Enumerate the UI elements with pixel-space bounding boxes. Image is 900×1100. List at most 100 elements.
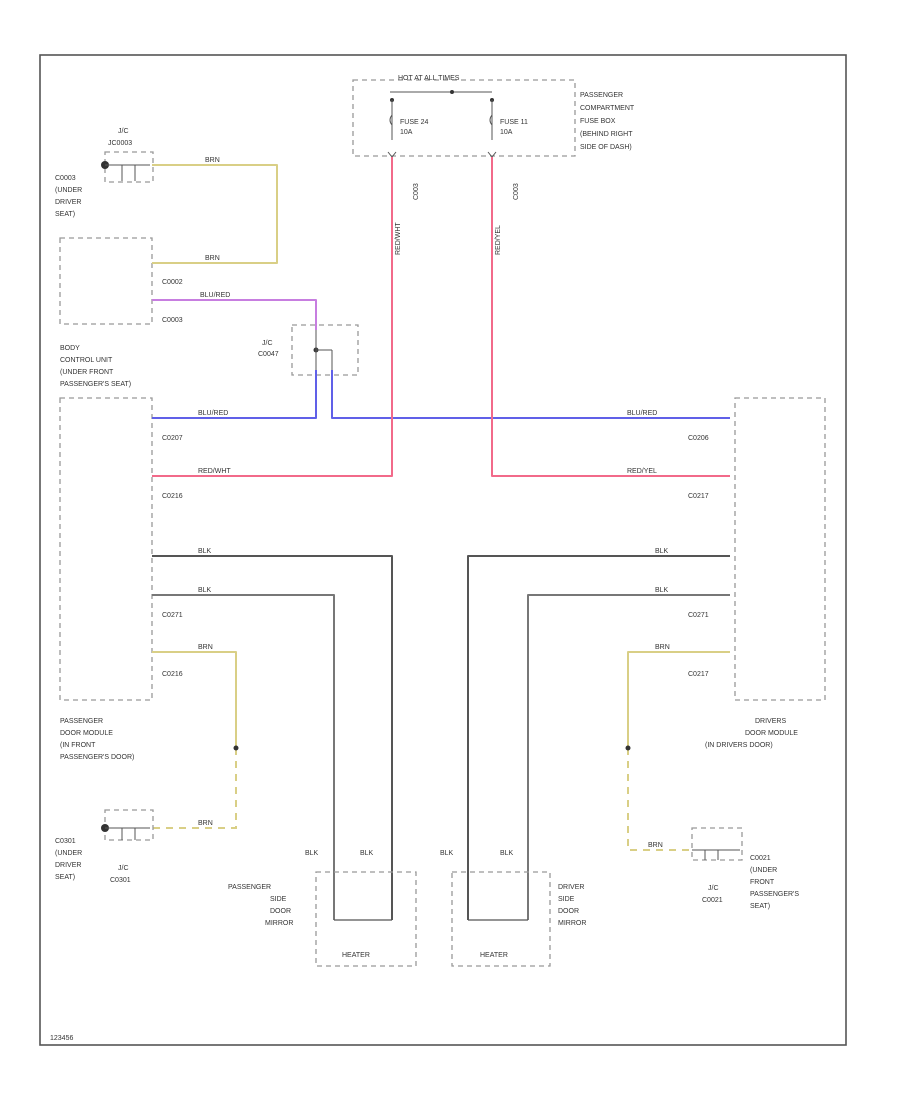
wire-brn-label-4: BRN bbox=[198, 820, 213, 827]
pmirror-heater: HEATER bbox=[342, 952, 370, 959]
jc-c0047-label: J/C bbox=[262, 340, 273, 347]
wire-red-wht-label: RED/WHT bbox=[198, 468, 231, 475]
fuse-loc-line-4: SIDE OF DASH) bbox=[580, 144, 632, 151]
fuse-block: HOT AT ALL TIMES FUSE 24 10A FUSE 11 10A… bbox=[352, 75, 635, 200]
ddm-title-1: DOOR MODULE bbox=[745, 730, 798, 737]
jc-c0021-label: J/C bbox=[708, 885, 719, 892]
body-control-unit: C0002 C0003 BODY CONTROL UNIT (UNDER FRO… bbox=[59, 237, 183, 388]
pmirror-wire-right: BLK bbox=[360, 850, 374, 857]
jc-c0003-code: JC0003 bbox=[108, 140, 132, 147]
jc-c0021-loc-4: SEAT) bbox=[750, 903, 770, 910]
jc-c0003-loc-2: DRIVER bbox=[55, 199, 81, 206]
wire-blk-pass-inner bbox=[152, 594, 335, 920]
pdm-title-1: DOOR MODULE bbox=[60, 730, 113, 737]
jc-c0003-loc-0: C0003 bbox=[55, 175, 76, 182]
fuse-left-name: FUSE 24 bbox=[400, 119, 429, 126]
wire-blu-red-bus-right bbox=[331, 370, 730, 419]
jc-c0301-loc-1: (UNDER bbox=[55, 850, 82, 857]
ddm-pin-3: C0217 bbox=[688, 671, 709, 678]
wire-brn-drv bbox=[627, 651, 730, 748]
fuse-pin-left: C003 bbox=[413, 183, 420, 200]
dmirror-title-3: MIRROR bbox=[558, 920, 586, 927]
bcm-title-0: BODY bbox=[60, 345, 80, 352]
fuse-block-location: PASSENGER COMPARTMENT FUSE BOX (BEHIND R… bbox=[580, 92, 635, 151]
pmirror-title-0: PASSENGER bbox=[228, 884, 271, 891]
driver-mirror: BLK BLK HEATER DRIVER SIDE DOOR MIRROR bbox=[440, 850, 586, 967]
ddm-title-0: DRIVERS bbox=[755, 718, 786, 725]
wire-blk-pass-outer bbox=[152, 555, 393, 920]
wire-red-wht bbox=[152, 157, 393, 477]
wire-red-yel bbox=[491, 157, 730, 477]
dmirror-title-0: DRIVER bbox=[558, 884, 584, 891]
dmirror-title-1: SIDE bbox=[558, 896, 575, 903]
jc-c0301-loc-0: C0301 bbox=[55, 838, 76, 845]
bcm-pin-top: C0002 bbox=[162, 279, 183, 286]
pdm-title-3: PASSENGER'S DOOR) bbox=[60, 754, 134, 761]
wire-brn-top bbox=[152, 164, 278, 264]
jc-c0003-label: J/C bbox=[118, 128, 129, 135]
bcm-title-3: PASSENGER'S SEAT) bbox=[60, 381, 131, 388]
pmirror-title-2: DOOR bbox=[270, 908, 291, 915]
jc-c0021-code: C0021 bbox=[702, 897, 723, 904]
fuse-right-name: FUSE 11 bbox=[500, 119, 528, 126]
bcm-title-2: (UNDER FRONT bbox=[60, 369, 114, 376]
jc-c0021-loc-1: (UNDER bbox=[750, 867, 777, 874]
pmirror-wire-left: BLK bbox=[305, 850, 319, 857]
jc-c0301-loc-2: DRIVER bbox=[55, 862, 81, 869]
jc-c0021-loc-3: PASSENGER'S bbox=[750, 891, 799, 898]
passenger-door-module: C0207 C0216 C0271 C0216 PASSENGER DOOR M… bbox=[59, 397, 183, 761]
wire-blu-red-label-3: BLU/RED bbox=[627, 410, 657, 417]
jc-c0047-code: C0047 bbox=[258, 351, 279, 358]
fuse-block-header: HOT AT ALL TIMES bbox=[398, 75, 460, 82]
passenger-mirror: BLK BLK HEATER PASSENGER SIDE DOOR MIRRO… bbox=[228, 850, 417, 967]
fuse-loc-line-1: COMPARTMENT bbox=[580, 105, 635, 112]
wire-blu-red-label-2: BLU/RED bbox=[198, 410, 228, 417]
jc-c0047: J/C C0047 bbox=[258, 324, 359, 376]
pdm-pin-1: C0216 bbox=[162, 493, 183, 500]
pmirror-title-1: SIDE bbox=[270, 896, 287, 903]
jc-c0021-loc-0: C0021 bbox=[750, 855, 771, 862]
fuse-loc-line-3: (BEHIND RIGHT bbox=[580, 131, 633, 138]
wire-brn-pass-dashed bbox=[152, 748, 237, 829]
bcm-pin-bottom: C0003 bbox=[162, 317, 183, 324]
jc-c0003: J/C JC0003 C0003 (UNDER DRIVER SEAT) bbox=[55, 128, 154, 218]
wire-red-yel-vlabel: RED/YEL bbox=[495, 225, 502, 255]
pdm-pin-3: C0216 bbox=[162, 671, 183, 678]
wire-blk-label-2: BLK bbox=[198, 587, 212, 594]
pdm-pin-2: C0271 bbox=[162, 612, 183, 619]
wire-red-yel-label: RED/YEL bbox=[627, 468, 657, 475]
jc-c0301-code: C0301 bbox=[110, 877, 131, 884]
dmirror-title-2: DOOR bbox=[558, 908, 579, 915]
ddm-pin-1: C0217 bbox=[688, 493, 709, 500]
diagram-frame bbox=[39, 54, 847, 1046]
wire-brn-label-3: BRN bbox=[198, 644, 213, 651]
diagram-footer-id: 123456 bbox=[50, 1035, 73, 1042]
wire-brn-label-5: BRN bbox=[655, 644, 670, 651]
wire-brn-label-2: BRN bbox=[205, 255, 220, 262]
jc-c0021-loc-2: FRONT bbox=[750, 879, 775, 886]
wire-blk-label-4: BLK bbox=[655, 587, 669, 594]
bcm-title-1: CONTROL UNIT bbox=[60, 357, 113, 364]
fuse-loc-line-0: PASSENGER bbox=[580, 92, 623, 99]
wire-blk-drv-outer bbox=[467, 555, 730, 920]
wire-brn-drv-dashed bbox=[627, 748, 690, 851]
dmirror-wire-right: BLK bbox=[500, 850, 514, 857]
wire-blk-label-3: BLK bbox=[655, 548, 669, 555]
wire-blu-red-bcm bbox=[152, 299, 317, 330]
dmirror-heater: HEATER bbox=[480, 952, 508, 959]
ddm-title-2: (IN DRIVERS DOOR) bbox=[705, 742, 773, 749]
wire-blu-red-bus-left bbox=[152, 370, 317, 419]
dmirror-wire-left: BLK bbox=[440, 850, 454, 857]
jc-c0301: C0301 (UNDER DRIVER SEAT) J/C C0301 bbox=[55, 809, 154, 884]
pdm-title-0: PASSENGER bbox=[60, 718, 103, 725]
ddm-pin-0: C0206 bbox=[688, 435, 709, 442]
fuse-pin-right: C003 bbox=[513, 183, 520, 200]
jc-c0301-label: J/C bbox=[118, 865, 129, 872]
wire-brn-pass bbox=[152, 651, 237, 748]
driver-door-module: C0206 C0217 C0271 C0217 DRIVERS DOOR MOD… bbox=[688, 397, 826, 749]
fuse-right-rating: 10A bbox=[500, 129, 513, 136]
fuse-left-rating: 10A bbox=[400, 129, 413, 136]
ddm-pin-2: C0271 bbox=[688, 612, 709, 619]
pdm-pin-0: C0207 bbox=[162, 435, 183, 442]
